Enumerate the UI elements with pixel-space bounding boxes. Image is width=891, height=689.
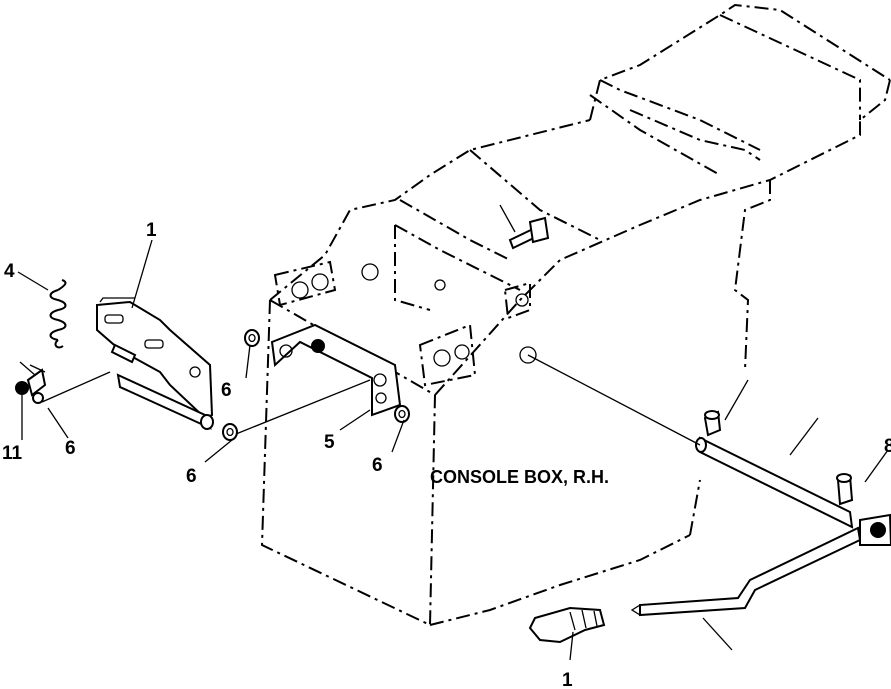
callout-6-upper: 6 [221, 380, 232, 401]
lever-arm [630, 513, 891, 617]
nut-parts-6 [222, 329, 410, 441]
bracket-part-5 [270, 323, 402, 417]
pin-upper-right [703, 410, 722, 437]
callout-6-right: 6 [372, 455, 383, 476]
callout-6-left: 6 [65, 438, 76, 459]
callout-1-top: 1 [146, 220, 157, 241]
shaft-rod [695, 436, 854, 529]
leader-lines [17, 239, 889, 661]
console-box-outline [260, 3, 891, 627]
pin-lower-right [836, 473, 854, 506]
knob-part-1 [528, 606, 606, 644]
clip-part-11 [15, 361, 47, 404]
console-box-title: CONSOLE BOX, R.H. [430, 467, 609, 487]
callout-6-mid: 6 [186, 466, 197, 487]
callout-1-bottom: 1 [562, 670, 573, 689]
bolt-top [499, 204, 550, 250]
callout-4-partial: 4 [4, 261, 15, 282]
spring-part-4 [49, 279, 67, 349]
callout-8-partial: 8 [884, 436, 891, 457]
callout-5: 5 [324, 432, 335, 453]
hinge-plate-part-1 [96, 297, 214, 430]
callout-11: 11 [2, 443, 23, 464]
